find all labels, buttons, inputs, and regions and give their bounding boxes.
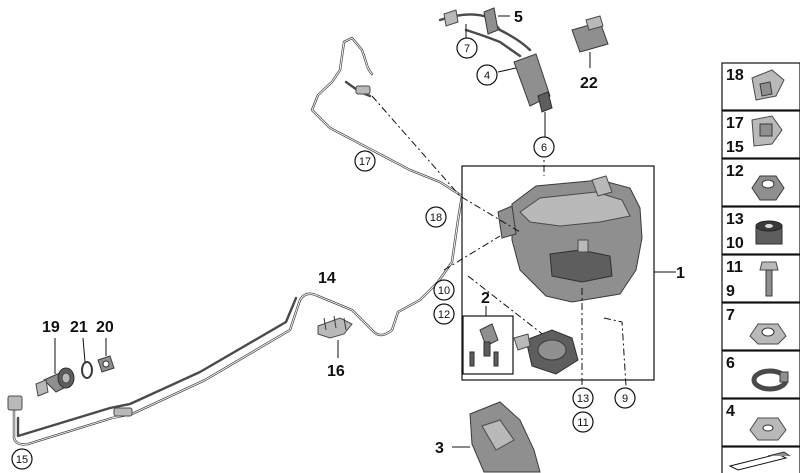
svg-text:9: 9 (622, 393, 628, 405)
svg-text:12: 12 (726, 163, 744, 180)
parts-sidebar: 18 17 15 12 13 10 (721, 62, 800, 473)
label-19: 19 (42, 319, 60, 336)
label-22: 22 (580, 75, 598, 92)
svg-text:13: 13 (577, 393, 589, 405)
sidebar-item-13-10: 13 10 (721, 206, 800, 255)
callout-6: 6 (533, 136, 555, 158)
label-16: 16 (327, 363, 345, 380)
pump-flange-part (513, 329, 579, 375)
svg-text:17: 17 (726, 115, 744, 132)
sidebar-item-4: 4 (721, 398, 800, 447)
label-3: 3 (435, 440, 444, 457)
valve-assembly-part (35, 337, 115, 397)
sensor-part (469, 323, 499, 367)
label-20: 20 (96, 319, 114, 336)
svg-text:9: 9 (726, 283, 735, 300)
pipe-clip-part (317, 315, 353, 358)
sidebar-item-12: 12 (721, 158, 800, 207)
pump-hose-part (438, 7, 553, 138)
callout-10: 10 (433, 279, 455, 301)
svg-text:11: 11 (726, 259, 743, 276)
label-14: 14 (318, 270, 336, 287)
svg-text:6: 6 (726, 355, 735, 372)
tank-part (497, 175, 643, 303)
callout-17: 17 (354, 150, 376, 172)
svg-text:11: 11 (577, 417, 588, 429)
callout-4: 4 (476, 64, 498, 86)
callout-12: 12 (433, 303, 455, 325)
svg-text:13: 13 (726, 211, 744, 228)
svg-text:15: 15 (726, 139, 744, 156)
callout-9: 9 (614, 387, 636, 409)
sidebar-item-6: 6 (721, 350, 800, 399)
svg-text:4: 4 (726, 403, 735, 420)
svg-text:15: 15 (16, 454, 28, 466)
callout-18: 18 (425, 206, 447, 228)
svg-text:18: 18 (726, 67, 744, 84)
sidebar-item-18: 18 (721, 62, 800, 111)
svg-text:12: 12 (438, 309, 450, 321)
svg-text:7: 7 (726, 307, 735, 324)
callout-7: 7 (456, 37, 478, 59)
svg-text:6: 6 (541, 142, 547, 154)
line-connector-icon (355, 85, 371, 95)
label-21: 21 (70, 319, 88, 336)
sidebar-item-partial (721, 446, 800, 473)
label-5: 5 (514, 9, 523, 26)
label-1: 1 (676, 265, 685, 282)
svg-text:18: 18 (430, 212, 442, 224)
sidebar-item-11-9: 11 9 (721, 254, 800, 303)
svg-text:10: 10 (726, 235, 744, 252)
control-module-part (571, 15, 609, 68)
heat-shield-part (469, 401, 541, 473)
svg-text:17: 17 (359, 156, 371, 168)
callout-13: 13 (572, 387, 594, 409)
line-connector-icon (113, 407, 133, 417)
svg-text:4: 4 (484, 70, 490, 82)
bolt-icon (759, 261, 779, 271)
callout-15: 15 (11, 448, 33, 470)
document-icon (728, 453, 788, 471)
sidebar-item-17-15: 17 15 (721, 110, 800, 159)
callout-11: 11 (572, 411, 594, 433)
svg-text:7: 7 (464, 43, 470, 55)
fuel-line-assembly (7, 36, 464, 446)
label-2: 2 (481, 290, 490, 307)
quick-connector-icon (7, 395, 23, 411)
svg-text:10: 10 (438, 285, 450, 297)
sidebar-item-7: 7 (721, 302, 800, 351)
